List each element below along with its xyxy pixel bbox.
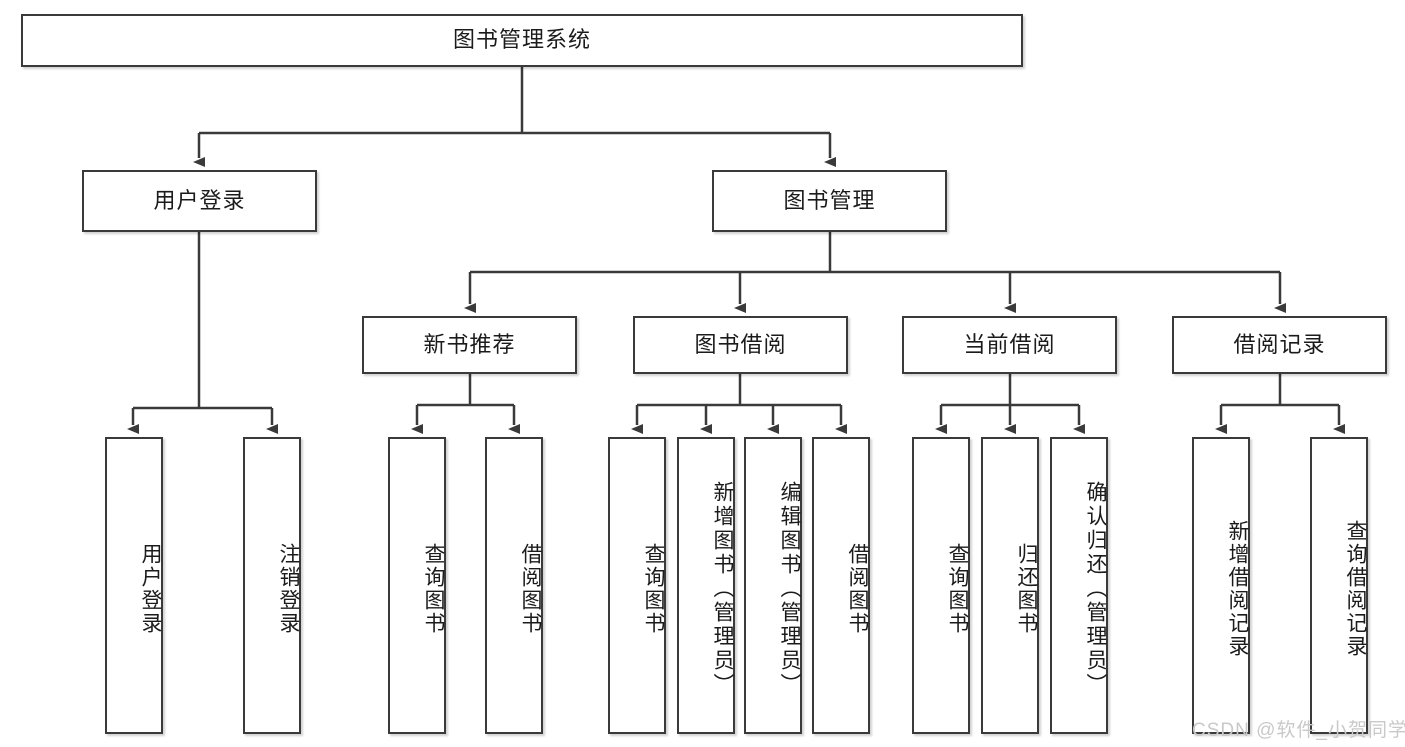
node-label: 图书借阅 bbox=[694, 331, 787, 357]
node-label: 图书管理系统 bbox=[452, 27, 591, 53]
node-book-borrowing[interactable]: 图书借阅 bbox=[633, 316, 848, 374]
leaf-borrow-borrow-book[interactable]: 借阅图书 bbox=[812, 437, 870, 734]
node-current-borrowing[interactable]: 当前借阅 bbox=[902, 316, 1117, 374]
node-label: 借阅图书 bbox=[519, 542, 542, 635]
node-label: 编辑图书（管理员） bbox=[778, 480, 801, 697]
node-book-management[interactable]: 图书管理 bbox=[712, 170, 947, 232]
node-label: 注销登录 bbox=[277, 542, 300, 635]
node-label: 借阅记录 bbox=[1233, 331, 1326, 357]
leaf-logout[interactable]: 注销登录 bbox=[243, 437, 301, 734]
node-root-book-management-system[interactable]: 图书管理系统 bbox=[21, 14, 1023, 67]
node-label: 新增借阅记录 bbox=[1226, 519, 1249, 658]
node-new-book-recommendation[interactable]: 新书推荐 bbox=[362, 316, 577, 374]
node-label: 查询图书 bbox=[642, 542, 665, 635]
node-label: 查询图书 bbox=[946, 542, 969, 635]
node-label: 用户登录 bbox=[139, 542, 162, 635]
node-label: 查询图书 bbox=[422, 542, 445, 635]
node-label: 查询借阅记录 bbox=[1344, 519, 1367, 658]
leaf-borrow-add-book[interactable]: 新增图书（管理员） bbox=[677, 437, 735, 734]
leaf-cur-return-book[interactable]: 归还图书 bbox=[981, 437, 1039, 734]
node-label: 确认归还（管理员） bbox=[1084, 480, 1107, 697]
node-label: 新增图书（管理员） bbox=[711, 480, 734, 697]
leaf-borrow-edit-book[interactable]: 编辑图书（管理员） bbox=[744, 437, 802, 734]
leaf-rec-borrow-book[interactable]: 借阅图书 bbox=[485, 437, 543, 734]
leaf-rec-query-record[interactable]: 查询借阅记录 bbox=[1310, 437, 1368, 734]
node-label: 图书管理 bbox=[783, 187, 876, 213]
leaf-borrow-query-book[interactable]: 查询图书 bbox=[608, 437, 666, 734]
leaf-cur-confirm-return[interactable]: 确认归还（管理员） bbox=[1050, 437, 1108, 734]
node-label: 新书推荐 bbox=[423, 331, 516, 357]
leaf-rec-query-book[interactable]: 查询图书 bbox=[388, 437, 446, 734]
node-user-login[interactable]: 用户登录 bbox=[82, 170, 317, 232]
node-label: 借阅图书 bbox=[846, 542, 869, 635]
node-label: 用户登录 bbox=[153, 187, 246, 213]
leaf-cur-query-book[interactable]: 查询图书 bbox=[912, 437, 970, 734]
node-label: 当前借阅 bbox=[963, 331, 1056, 357]
leaf-user-login[interactable]: 用户登录 bbox=[105, 437, 163, 734]
node-borrow-record[interactable]: 借阅记录 bbox=[1172, 316, 1387, 374]
csdn-watermark: CSDN @软件_小贺同学 bbox=[1192, 720, 1405, 741]
leaf-rec-add-record[interactable]: 新增借阅记录 bbox=[1192, 437, 1250, 734]
node-label: 归还图书 bbox=[1015, 542, 1038, 635]
